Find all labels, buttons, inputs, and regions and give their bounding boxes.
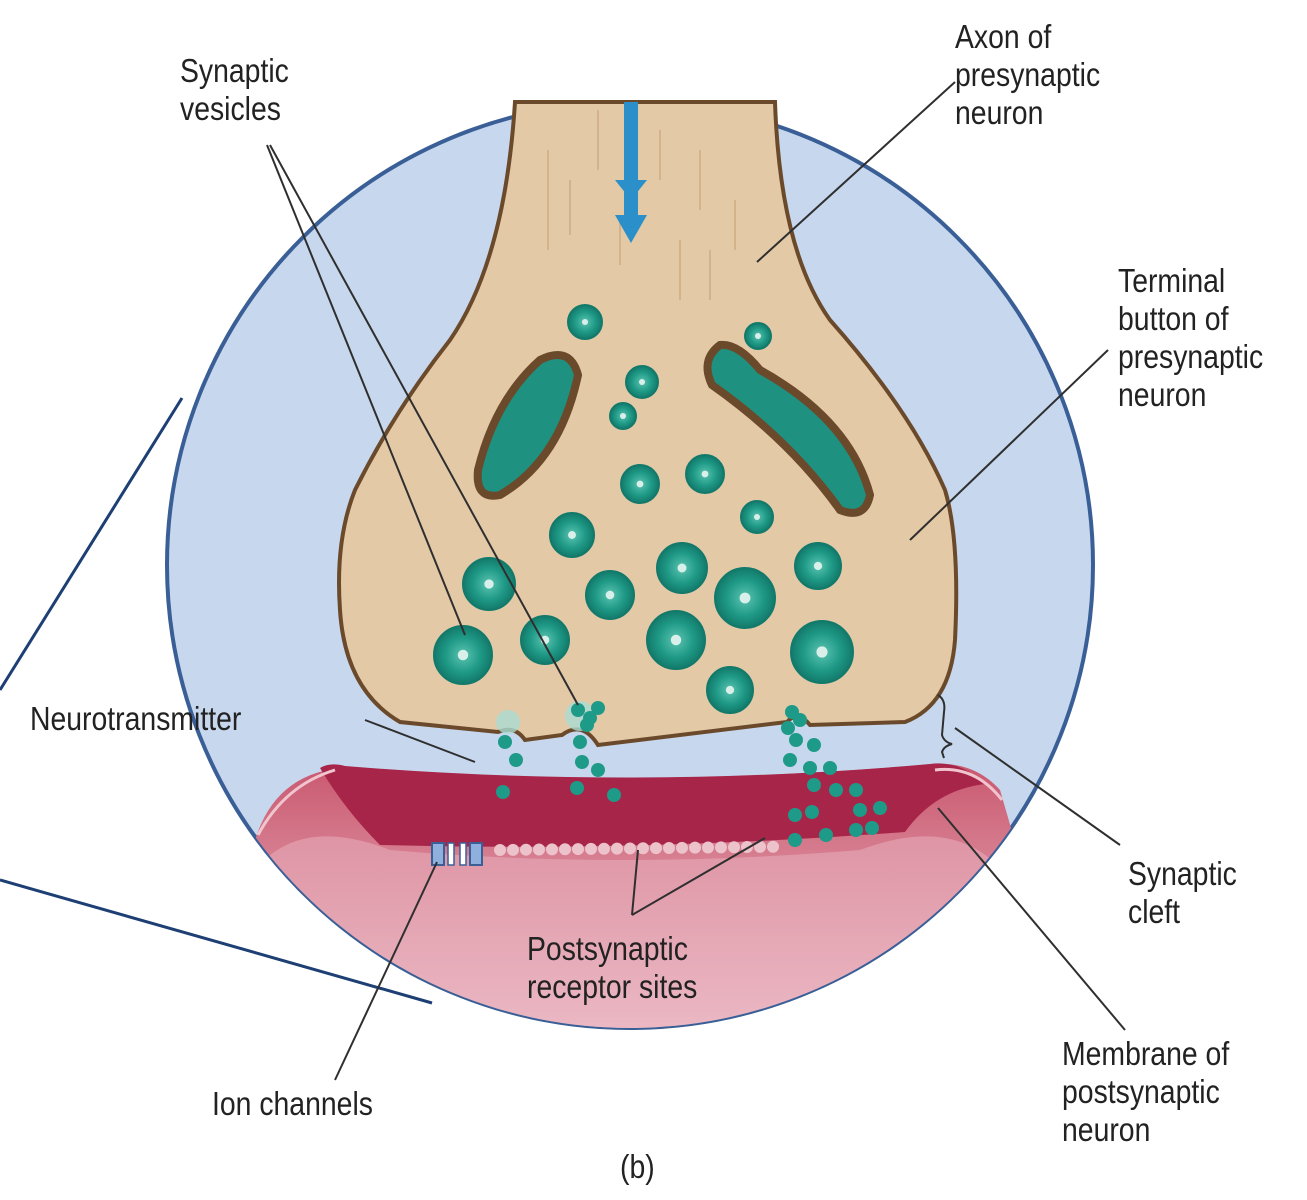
leader-lines [266, 81, 1126, 1081]
neurotransmitter-molecule [819, 828, 833, 842]
neurotransmitter-molecule [849, 823, 863, 837]
neurotransmitter-molecule [873, 801, 887, 815]
vesicle-core [670, 634, 682, 646]
fusing-vesicle [496, 710, 520, 734]
label-panel-b: (b) [620, 1148, 655, 1185]
receptor-site [494, 844, 506, 856]
zoom-lines [0, 397, 433, 1005]
ion-channels [431, 842, 483, 866]
receptor-site [754, 840, 766, 853]
neurotransmitter-molecule [498, 735, 512, 749]
receptor-site [689, 841, 701, 854]
receptor-site [715, 841, 727, 854]
vesicle-core [636, 480, 644, 488]
vesicle-core [725, 685, 735, 695]
neurotransmitter-molecule [781, 721, 795, 735]
neurotransmitter-molecule [571, 703, 585, 717]
receptor-site [533, 843, 545, 856]
receptor-site [676, 841, 688, 854]
neurotransmitter-molecule [570, 781, 584, 795]
vesicle-core [701, 470, 709, 478]
receptor-site [624, 842, 636, 855]
neurotransmitter-molecule [788, 808, 802, 822]
receptor-site [702, 841, 714, 854]
neurotransmitter-molecules [496, 701, 887, 847]
vesicle-core [581, 318, 589, 326]
vesicle-core [816, 646, 828, 658]
receptor-site [585, 842, 597, 855]
receptor-site [767, 840, 779, 853]
impulse-arrow [615, 102, 647, 243]
vesicle-core [813, 561, 823, 571]
receptor-site [663, 841, 675, 854]
receptor-site [546, 843, 558, 856]
neurotransmitter-molecule [803, 761, 817, 775]
vesicle-core [568, 531, 576, 539]
receptor-site [598, 842, 610, 855]
neurotransmitter-molecule [829, 783, 843, 797]
neurotransmitter-molecule [823, 761, 837, 775]
membrane-edge-line [256, 768, 336, 836]
vesicle-core [677, 563, 687, 573]
neurotransmitter-molecule [789, 733, 803, 747]
mitochondria [473, 340, 875, 517]
neurotransmitter-molecule [607, 788, 621, 802]
label-neurotransmitter: Neurotransmitter [30, 700, 242, 737]
receptor-site [559, 843, 571, 856]
label-ion-channels: Ion channels [212, 1085, 373, 1122]
synaptic-vesicles [433, 304, 854, 734]
neurotransmitter-molecule [509, 753, 523, 767]
neurotransmitter-molecule [805, 805, 819, 819]
vesicle-core [620, 413, 626, 419]
postsynaptic-cytoplasm [230, 836, 1060, 1028]
receptor-site [637, 842, 649, 855]
receptor-site [507, 843, 519, 856]
vesicle-core [605, 590, 615, 600]
neurotransmitter-molecule [807, 778, 821, 792]
neurotransmitter-molecule [849, 783, 863, 797]
vesicle-core [755, 333, 761, 339]
neurotransmitter-molecule [793, 713, 807, 727]
receptor-site [572, 843, 584, 856]
receptor-site [520, 843, 532, 856]
neurotransmitter-molecule [807, 738, 821, 752]
receptor-site [611, 842, 623, 855]
neurotransmitter-molecule [580, 718, 594, 732]
cleft-bracket [937, 694, 953, 759]
axon-texture [547, 110, 736, 300]
membrane-edge-line-right [934, 767, 1004, 801]
vesicle-core [754, 514, 760, 520]
neurotransmitter-molecule [575, 755, 589, 769]
vesicle-core [639, 379, 645, 385]
neurotransmitter-molecule [783, 753, 797, 767]
neurotransmitter-molecule [573, 735, 587, 749]
neurotransmitter-molecule [591, 701, 605, 715]
neurotransmitter-molecule [496, 785, 510, 799]
vesicle-core [484, 579, 494, 589]
vesicle-core [739, 592, 751, 604]
vesicle-core [457, 649, 469, 661]
receptor-site [650, 842, 662, 855]
neurotransmitter-molecule [591, 763, 605, 777]
postsynaptic-receptor-sites [494, 840, 779, 856]
neurotransmitter-molecule [788, 833, 802, 847]
neurotransmitter-molecule [865, 821, 879, 835]
neurotransmitter-molecule [853, 803, 867, 817]
receptor-site [728, 841, 740, 854]
